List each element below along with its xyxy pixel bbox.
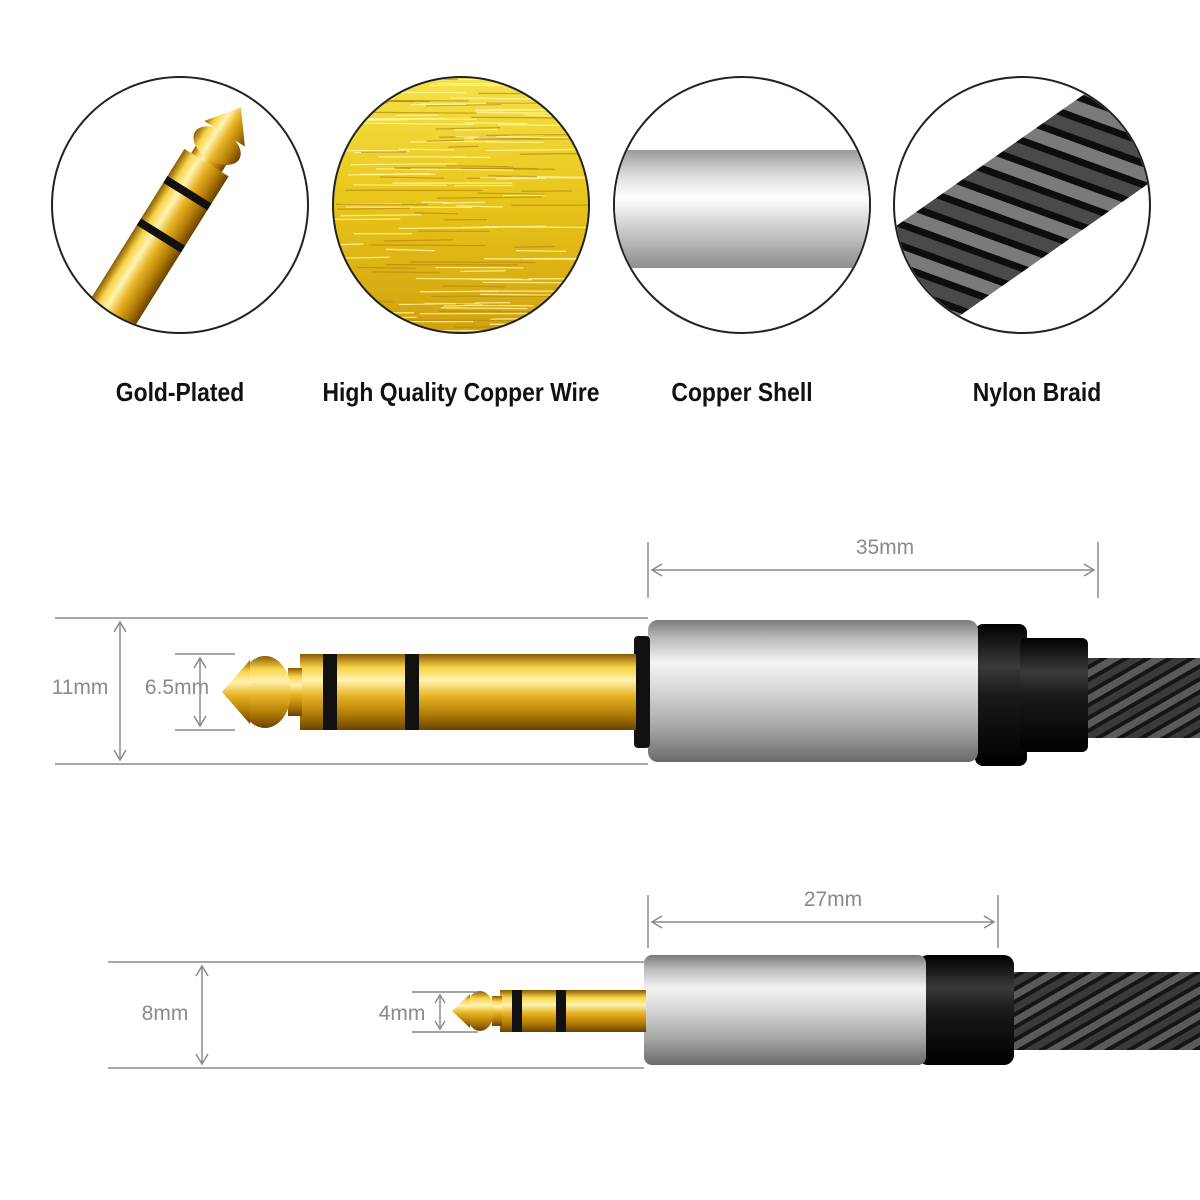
dimension-11mm <box>55 617 648 765</box>
dimension-35mm <box>647 542 1099 598</box>
nylon-braid-icon <box>893 76 1151 334</box>
dimension-6-5mm-label: 6.5mm <box>145 676 209 699</box>
gold-plated-plug-icon <box>51 76 309 334</box>
dimension-4mm-label: 4mm <box>379 1002 426 1025</box>
dimension-8mm <box>108 961 644 1069</box>
dimension-27mm <box>647 895 999 948</box>
dimension-4mm <box>412 991 478 1033</box>
feature-label-copper-wire: High Quality Copper Wire <box>322 377 600 407</box>
small-plug-illustration <box>452 955 1200 1065</box>
dimension-11mm-label: 11mm <box>52 676 109 699</box>
feature-label-gold-plated: Gold-Plated <box>115 377 245 407</box>
large-plug-illustration <box>222 620 1200 766</box>
copper-wire-texture-icon <box>332 76 590 334</box>
dimension-6-5mm <box>175 653 235 731</box>
dimension-8mm-label: 8mm <box>142 1002 189 1025</box>
dimension-35mm-label: 35mm <box>856 536 914 559</box>
dimension-27mm-label: 27mm <box>804 888 862 911</box>
feature-label-nylon-braid: Nylon Braid <box>972 377 1102 407</box>
feature-label-copper-shell: Copper Shell <box>671 377 813 407</box>
copper-shell-icon <box>613 76 871 334</box>
